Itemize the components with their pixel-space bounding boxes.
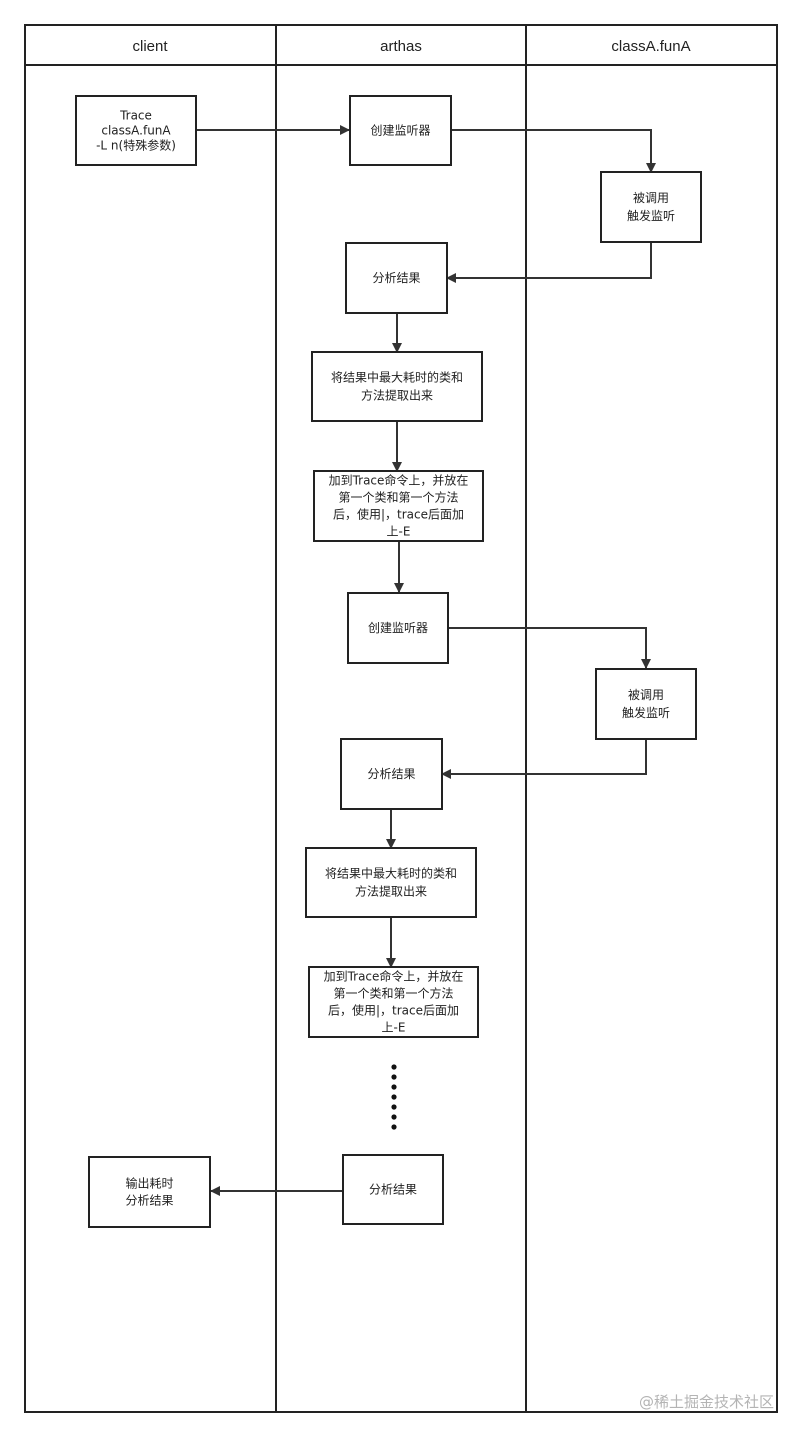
node-analyze-result-2: 分析结果 (340, 738, 443, 810)
node-box (600, 171, 702, 243)
arrow-invoked-2-to-analyze-2 (441, 739, 647, 779)
node-label-line: 创建监听器 (370, 124, 430, 138)
node-label-line: 将结果中最大耗时的类和 (325, 866, 457, 881)
node-box (349, 95, 452, 166)
arrow-invoked-to-analyze (446, 242, 652, 283)
node-box (595, 668, 697, 740)
node-label-line: 加到Trace命令上，并放在 (329, 473, 469, 488)
node-label-line: 分析结果 (372, 271, 420, 285)
node-label-line: 将结果中最大耗时的类和 (331, 370, 463, 385)
continuation-dots (391, 1064, 397, 1130)
node-box (88, 1156, 211, 1228)
node-label-line: 分析结果 (125, 1194, 173, 1208)
node-label-line: 加到Trace命令上，并放在 (324, 969, 464, 984)
node-label-line: 第一个类和第一个方法 (333, 986, 453, 1001)
node-label-line: 被调用 (628, 688, 664, 702)
node-label-line: 方法提取出来 (355, 884, 427, 899)
node-create-listener-1: 创建监听器 (349, 95, 452, 166)
node-label-line: Trace (119, 109, 152, 123)
node-label-line: 方法提取出来 (361, 388, 433, 403)
node-label-line: 分析结果 (369, 1183, 417, 1197)
node-label-line: 上-E (382, 1021, 406, 1035)
node-label-line: 后，使用|，trace后面加 (333, 507, 464, 522)
node-label-line: 第一个类和第一个方法 (338, 490, 458, 505)
node-analyze-result-final: 分析结果 (342, 1154, 444, 1225)
node-label-line: 创建监听器 (368, 621, 428, 635)
watermark: @稀土掘金技术社区 (639, 1393, 774, 1411)
node-create-listener-2: 创建监听器 (347, 592, 449, 664)
lane-header-classA-funA: classA.funA (611, 38, 690, 55)
node-box (311, 351, 483, 422)
node-box (347, 592, 449, 664)
node-box (308, 966, 479, 1038)
node-label-line: 触发监听 (627, 208, 675, 223)
node-analyze-result-1: 分析结果 (345, 242, 448, 314)
node-box (305, 847, 477, 918)
node-label-line: classA.funA (101, 124, 171, 138)
lane-header-arthas: arthas (380, 38, 422, 55)
lane-frame (24, 24, 778, 1413)
node-label-line: 触发监听 (622, 705, 670, 720)
node-box (75, 95, 197, 166)
node-box (345, 242, 448, 314)
node-append-trace-2: 加到Trace命令上，并放在第一个类和第一个方法后，使用|，trace后面加上-… (308, 966, 479, 1038)
arrow-create-listener-2-to-invoked-2 (448, 627, 651, 669)
lane-header-client: client (132, 38, 168, 55)
node-label-line: 上-E (387, 525, 411, 539)
node-box (342, 1154, 444, 1225)
node-label-line: 被调用 (633, 191, 669, 205)
node-label-line: 后，使用|，trace后面加 (328, 1003, 459, 1018)
node-append-trace-1: 加到Trace命令上，并放在第一个类和第一个方法后，使用|，trace后面加上-… (313, 470, 484, 542)
node-label-line: 输出耗时 (125, 1176, 173, 1191)
arrow-create-listener-to-invoked (451, 129, 656, 173)
node-box (340, 738, 443, 810)
node-label-line: -L n(特殊参数) (96, 138, 176, 153)
node-label-line: 分析结果 (367, 767, 415, 781)
node-box (313, 470, 484, 542)
